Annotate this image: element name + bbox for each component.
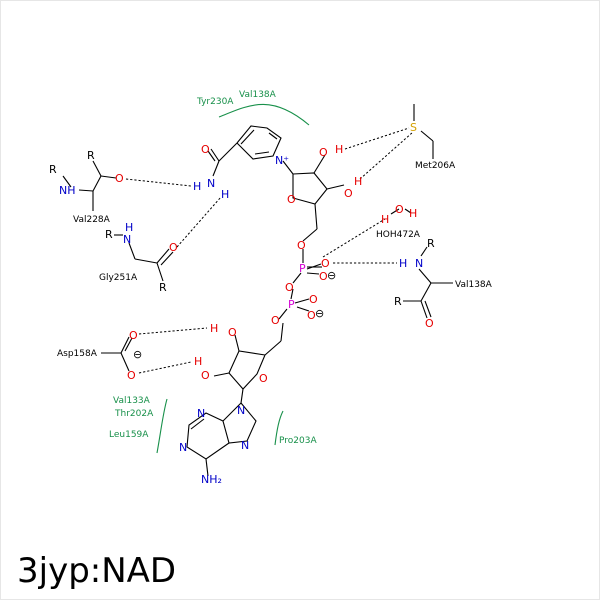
atom-O2-asp158: O [127,369,136,382]
atom-H1-water: H [381,213,389,226]
atom-R-val228: R [87,149,95,162]
residue-hoh472: HOH472A [376,230,421,240]
atom-O-3prime: O [344,187,353,200]
atom-H-amide-1: H [193,180,201,193]
residue-val133: Val133A [113,396,151,406]
bond-lines [62,104,453,477]
residue-val138-top: Val138A [239,90,277,100]
atom-O-P1a: O [321,257,330,270]
charge-minus-P1: ⊖ [327,269,336,282]
atom-R-val138: R [427,237,435,250]
charge-minus-asp158: ⊖ [133,348,142,361]
atom-O-gly251: O [169,241,178,254]
atom-N7: N [241,439,249,452]
atom-O-P2b: O [307,309,316,322]
atom-H-3prime: H [354,175,362,188]
residue-leu159: Leu159A [109,430,149,440]
charge-minus-P2: ⊖ [315,307,324,320]
atom-H-gly251: H [125,221,133,234]
atom-H2-water: H [409,207,417,220]
atom-N-plus: N⁺ [275,154,289,167]
atom-N-amide: N [207,177,215,190]
atom-S-met: S [410,121,417,134]
atom-H-2prime-ade: H [210,322,218,335]
hydrogen-bonds [125,127,414,374]
atom-H-2prime: H [335,143,343,156]
atom-O-ring-nic: O [287,193,296,206]
atom-H-3prime-ade: H [194,355,202,368]
atom-O-5prime-ade: O [271,314,280,327]
atom-N1: N [179,441,187,454]
atom-O-P1b: O [319,270,328,283]
residue-gly251: Gly251A [99,273,138,283]
atom-HO-3prime-ade: O [201,369,210,382]
atom-labels: O N H H N⁺ O H O H O O P O O ⊖ O P O O ⊖… [49,121,435,486]
atom-NH-val228: NH [59,184,76,197]
atom-O-2prime-ade: O [228,326,237,339]
residue-met206: Met206A [415,161,456,171]
residue-pro203: Pro203A [279,436,317,446]
atom-N-val138: N [415,257,423,270]
atom-O-amide: O [201,143,210,156]
atom-H-amide-2: H [221,188,229,201]
residue-val228: Val228A [73,215,111,225]
atom-O-P2a: O [309,293,318,306]
residue-tyr230: Tyr230A [196,97,234,107]
atom-O-val228: O [115,172,124,185]
residue-val138-right: Val138A [455,280,493,290]
atom-O-water: O [395,203,404,216]
atom-N-gly251: N [123,233,131,246]
atom-R-val228-n: R [49,163,57,176]
atom-NH2: NH₂ [201,473,222,486]
atom-O-2prime: O [319,146,328,159]
atom-O-ring-ade: O [259,372,268,385]
atom-R-gly251: R [159,281,167,294]
atom-N3: N [197,407,205,420]
residue-labels: Tyr230A Val138A Met206A Val228A Gly251A … [57,90,493,446]
residue-thr202: Thr202A [114,409,154,419]
atom-P1: P [299,262,306,275]
atom-O-5prime: O [297,239,306,252]
atom-O1-asp158: O [129,329,138,342]
atom-H-val138: H [399,257,407,270]
atom-R-gly251-n: R [105,228,113,241]
atom-N9: N [237,404,245,417]
atom-O-bridge: O [285,281,294,294]
residue-asp158: Asp158A [57,349,98,359]
atom-O-val138: O [425,317,434,330]
hydrophobic-contact-arcs [156,103,310,454]
atom-P2: P [288,298,295,311]
atom-R-val138-c: R [394,295,402,308]
diagram-title: 3jyp:NAD [17,551,177,591]
